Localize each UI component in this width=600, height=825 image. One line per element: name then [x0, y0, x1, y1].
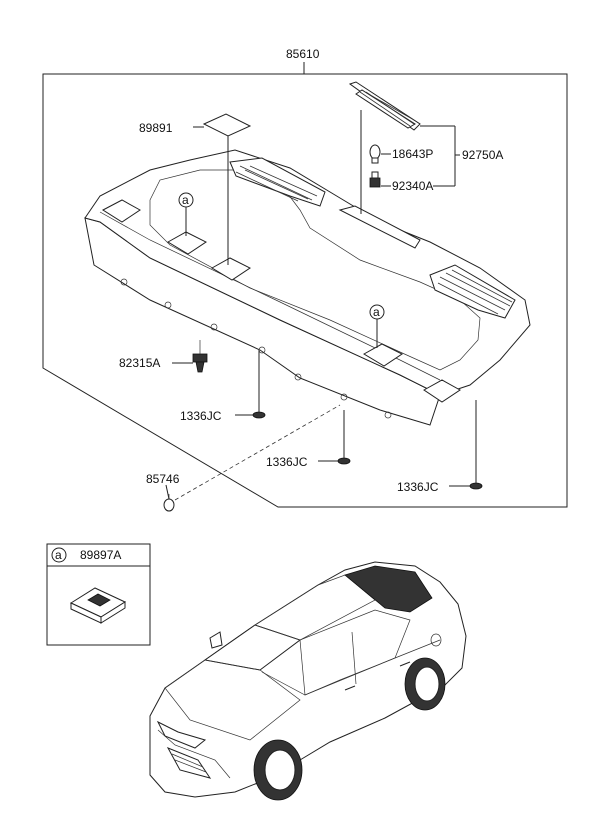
grommet-2: [337, 410, 351, 465]
package-tray: [84, 149, 531, 426]
right-speaker-grille: [429, 264, 516, 319]
cover-89891: [202, 113, 252, 137]
svg-text:a: a: [55, 548, 62, 562]
label-89897A: 89897A: [80, 548, 121, 562]
label-85610: 85610: [286, 47, 320, 61]
side-tab-right: [423, 379, 461, 403]
side-tab-left: [102, 199, 141, 223]
callout-box-a: a 89897A: [46, 543, 151, 646]
stop-lamp-slot: [338, 205, 421, 249]
anchor-cover-right: [363, 343, 403, 367]
bulb-18643P: [369, 144, 381, 164]
label-92750A: 92750A: [462, 148, 503, 162]
anchor-cover-center: [211, 257, 251, 281]
svg-text:a: a: [373, 305, 380, 319]
label-1336JC-1: 1336JC: [180, 409, 222, 423]
grommet-1: [252, 350, 266, 419]
clip-82315A: [192, 340, 208, 373]
assembly-frame: [42, 73, 568, 508]
left-speaker-grille: [229, 157, 326, 207]
grommet-3: [469, 400, 483, 490]
marker-a-left: a: [178, 192, 194, 236]
label-18643P: 18643P: [392, 147, 433, 161]
marker-a-right: a: [369, 304, 385, 348]
label-85746: 85746: [146, 472, 180, 486]
label-1336JC-2: 1336JC: [266, 455, 308, 469]
label-82315A: 82315A: [119, 356, 160, 370]
label-1336JC-3: 1336JC: [397, 480, 439, 494]
socket-92340A: [369, 171, 381, 188]
label-89891: 89891: [139, 121, 173, 135]
anchor-cover-left: [167, 231, 207, 255]
vehicle-illustration: [149, 561, 467, 801]
highlight-package-tray: [344, 565, 433, 613]
svg-text:a: a: [182, 193, 189, 207]
fastener-85746: [163, 494, 175, 512]
stop-lamp: [348, 81, 421, 131]
label-92340A: 92340A: [392, 179, 433, 193]
